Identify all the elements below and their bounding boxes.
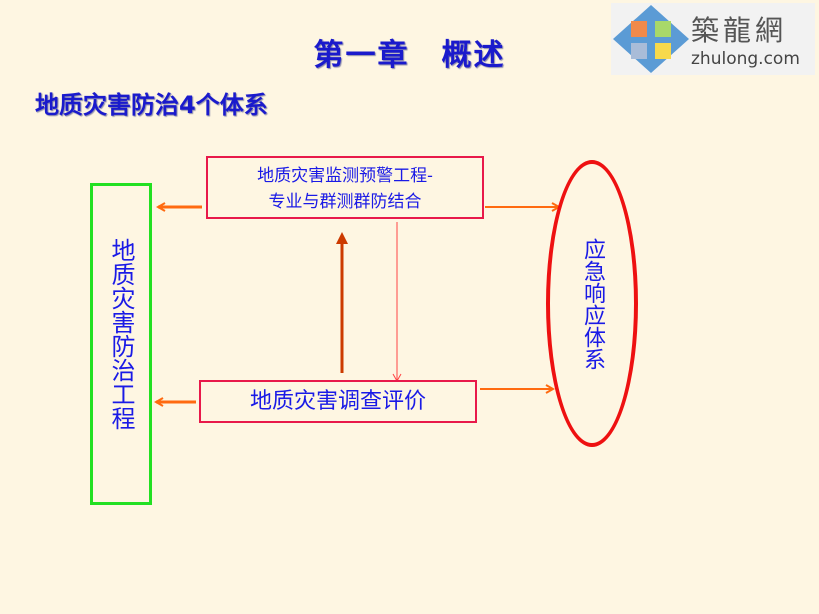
engineering-box-label: 地质灾害防治工程 — [107, 238, 135, 430]
prevention-engineering-box: 地质灾害防治工程 — [90, 183, 152, 505]
monitoring-warning-box: 地质灾害监测预警工程- 专业与群测群防结合 — [206, 156, 484, 219]
logo-diamond-icon — [613, 5, 689, 73]
monitoring-box-line1: 地质灾害监测预警工程- — [257, 166, 433, 186]
survey-evaluation-box: 地质灾害调查评价 — [199, 380, 477, 423]
monitoring-box-line2: 专业与群测群防结合 — [268, 192, 422, 212]
zhulong-logo: 築龍網 zhulong.com — [611, 3, 815, 75]
emergency-response-ellipse: 应急响应体系 — [546, 160, 638, 447]
logo-text-domain: zhulong.com — [691, 49, 800, 69]
slide-title: 第一章 概述 — [313, 38, 506, 73]
slide-subtitle: 地质灾害防治4个体系 — [35, 91, 268, 119]
emergency-label: 应急响应体系 — [580, 237, 605, 370]
logo-text-cn: 築龍網 — [691, 14, 788, 47]
